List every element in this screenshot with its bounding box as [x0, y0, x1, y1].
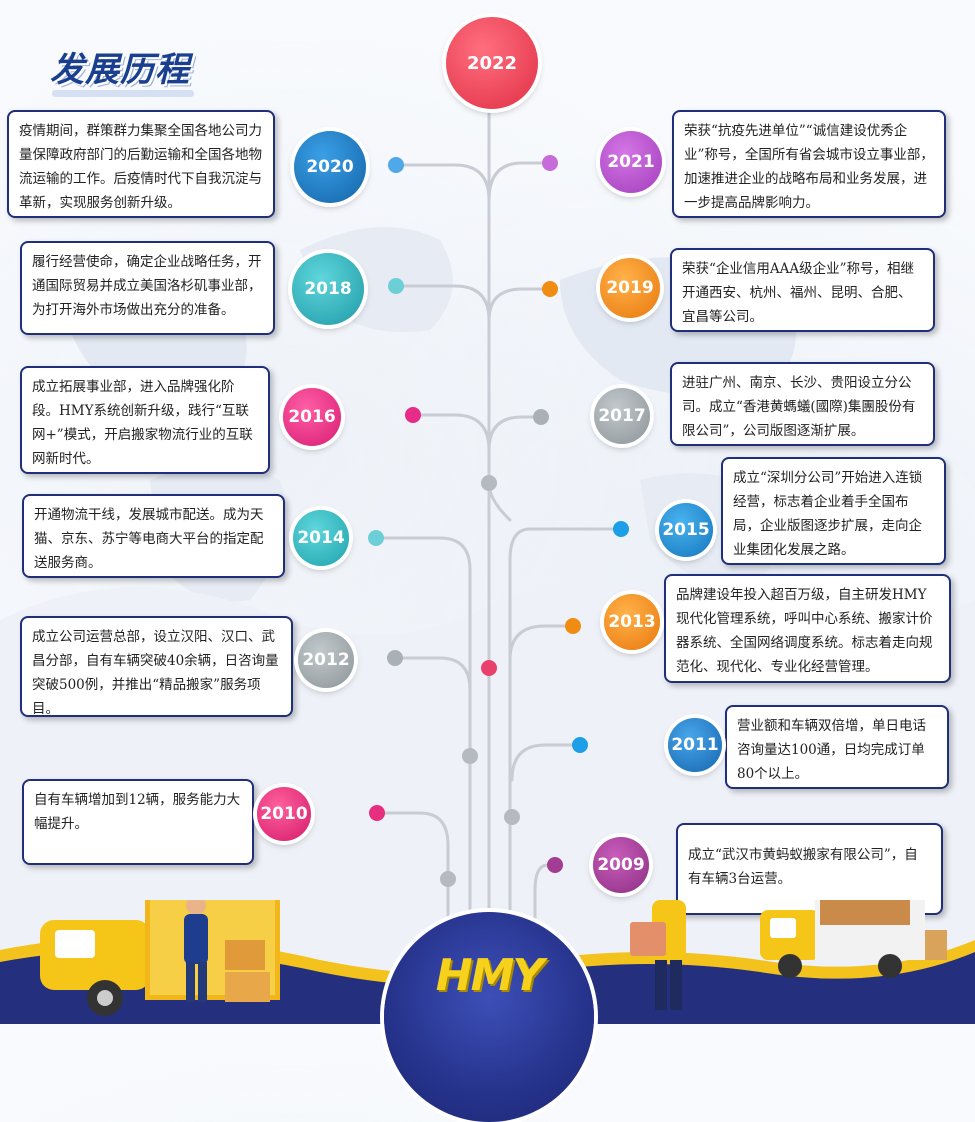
year-badge-2011: 2011 [668, 718, 722, 772]
event-box-2018: 履行经营使命，确定企业战略任务，开通国际贸易并成立美国洛杉矶事业部，为打开海外市… [20, 241, 275, 335]
event-box-2011: 营业额和车辆双倍增，单日电话咨询量达100通，日均完成订单80个以上。 [725, 705, 949, 789]
event-box-2017: 进驻广州、南京、长沙、贵阳设立分公司。成立“香港黄螞蟻(國際)集團股份有限公司”… [670, 362, 935, 446]
event-box-2010: 自有车辆增加到12辆，服务能力大幅提升。 [22, 779, 254, 865]
event-text-2013: 品牌建设年投入超百万级，自主研发HMY现代化管理系统，呼叫中心系统、搬家计价器系… [676, 587, 933, 675]
branch-dot-2010 [369, 805, 385, 821]
trunk-dot-pink [481, 660, 497, 676]
event-text-2021: 荣获“抗疫先进单位”“诚信建设优秀企业”称号，全国所有省会城市设立事业部，加速推… [684, 123, 934, 211]
year-badge-2016: 2016 [283, 388, 341, 446]
event-box-2019: 荣获“企业信用AAA级企业”称号，相继开通西安、杭州、福州、昆明、合肥、宜昌等公… [670, 248, 935, 332]
branch-dot-2016 [405, 407, 421, 423]
branch-dot-2021 [542, 155, 558, 171]
event-box-2021: 荣获“抗疫先进单位”“诚信建设优秀企业”称号，全国所有省会城市设立事业部，加速推… [672, 110, 946, 218]
event-text-2011: 营业额和车辆双倍增，单日电话咨询量达100通，日均完成订单80个以上。 [737, 718, 926, 782]
branch-dot-2017 [533, 409, 549, 425]
truck-right-icon [760, 900, 947, 978]
truck-left-icon [40, 900, 280, 1016]
event-box-2016: 成立拓展事业部，进入品牌强化阶段。HMY系统创新升级，践行“互联网+”模式，开启… [20, 366, 270, 474]
year-badge-2013: 2013 [604, 594, 660, 650]
event-text-2019: 荣获“企业信用AAA级企业”称号，相继开通西安、杭州、福州、昆明、合肥、宜昌等公… [682, 261, 915, 325]
branch-dot-2014 [368, 530, 384, 546]
year-badge-2014: 2014 [293, 510, 349, 566]
worker-right-icon [630, 900, 686, 1010]
branch-dot-2018 [388, 278, 404, 294]
branch-dot-2011 [572, 737, 588, 753]
branch-dot-2013 [565, 618, 581, 634]
year-badge-2018: 2018 [292, 253, 364, 325]
event-text-2012: 成立公司运营总部，设立汉阳、汉口、武昌分部，自有车辆突破40余辆，日咨询量突破5… [32, 629, 279, 717]
trunk-dot-4 [440, 871, 456, 887]
worker-left-icon [184, 900, 208, 1002]
trunk-dot [481, 475, 497, 491]
timeline-tree [374, 98, 623, 932]
branch-dot-2009 [547, 857, 563, 873]
event-box-2015: 成立“深圳分公司”开始进入连锁经营，标志着企业着手全国布局，企业版图逐步扩展，走… [721, 457, 946, 565]
event-text-2015: 成立“深圳分公司”开始进入连锁经营，标志着企业着手全国布局，企业版图逐步扩展，走… [733, 470, 923, 558]
event-text-2018: 履行经营使命，确定企业战略任务，开通国际贸易并成立美国洛杉矶事业部，为打开海外市… [32, 254, 262, 318]
company-logo: HMY [384, 912, 594, 1122]
year-badge-2017: 2017 [594, 388, 650, 444]
branch-dot-2015 [613, 521, 629, 537]
event-box-2012: 成立公司运营总部，设立汉阳、汉口、武昌分部，自有车辆突破40余辆，日咨询量突破5… [20, 616, 293, 717]
year-badge-2012: 2012 [298, 632, 354, 688]
branch-dot-2019 [542, 281, 558, 297]
event-box-2014: 开通物流干线，发展城市配送。成为天猫、京东、苏宁等电商大平台的指定配送服务商。 [22, 494, 285, 578]
event-text-2010: 自有车辆增加到12辆，服务能力大幅提升。 [34, 792, 241, 832]
logo-text: HMY [435, 950, 544, 1001]
event-box-2013: 品牌建设年投入超百万级，自主研发HMY现代化管理系统，呼叫中心系统、搬家计价器系… [664, 574, 951, 683]
event-text-2014: 开通物流干线，发展城市配送。成为天猫、京东、苏宁等电商大平台的指定配送服务商。 [34, 507, 264, 571]
year-badge-2021: 2021 [600, 131, 662, 193]
branch-dot-2012 [387, 650, 403, 666]
year-badge-2015: 2015 [659, 503, 713, 557]
event-text-2020: 疫情期间，群策群力集聚全国各地公司力量保障政府部门的后勤运输和全国各地物流运输的… [19, 123, 262, 211]
year-badge-2019: 2019 [600, 258, 660, 318]
year-badge-2009: 2009 [593, 837, 649, 893]
year-badge-2022: 2022 [446, 17, 538, 109]
year-badge-2010: 2010 [257, 787, 311, 841]
event-box-2020: 疫情期间，群策群力集聚全国各地公司力量保障政府部门的后勤运输和全国各地物流运输的… [7, 110, 275, 218]
branch-dot-2020 [388, 157, 404, 173]
event-text-2016: 成立拓展事业部，进入品牌强化阶段。HMY系统创新升级，践行“互联网+”模式，开启… [32, 379, 253, 467]
event-text-2009: 成立“武汉市黄蚂蚁搬家有限公司”，自有车辆3台运营。 [688, 847, 918, 887]
event-text-2017: 进驻广州、南京、长沙、贵阳设立分公司。成立“香港黄螞蟻(國際)集團股份有限公司”… [682, 375, 916, 439]
year-badge-2020: 2020 [294, 131, 366, 203]
trunk-dot-3 [504, 809, 520, 825]
trunk-dot-2 [462, 748, 478, 764]
